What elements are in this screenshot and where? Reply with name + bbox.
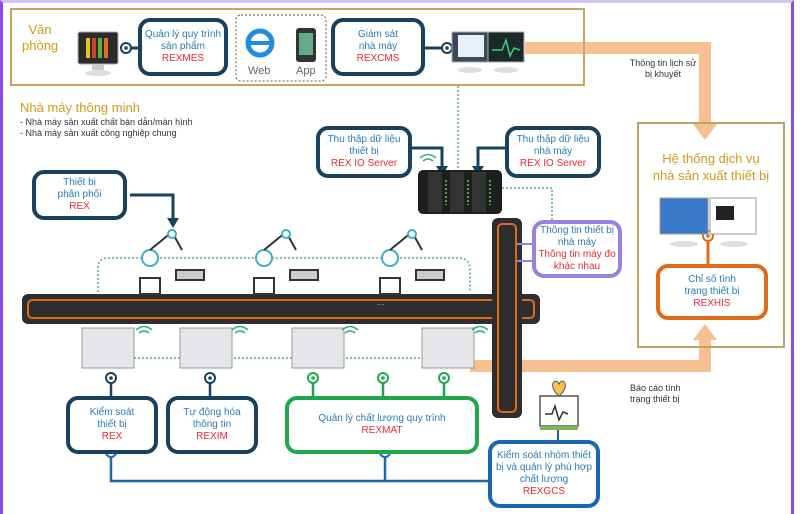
io-device-code: REX IO Server <box>330 158 398 169</box>
server-info-link <box>502 187 553 222</box>
io-device-arrow <box>412 146 444 170</box>
smart-factory-bullet: - Nhà máy sản xuất chất bán dẫn/màn hình <box>20 117 193 127</box>
factory-info-box[interactable]: Thông tin thiết bị nhà máy Thông tin máy… <box>532 220 622 278</box>
production-monitor-icon <box>77 31 119 76</box>
access-panel <box>235 14 327 82</box>
io-factory-arrow <box>476 146 505 170</box>
server-rack-icon <box>418 170 502 214</box>
production-bus-vertical <box>492 218 522 418</box>
history-flow-arrow <box>525 42 711 128</box>
wifi-icon <box>135 325 489 334</box>
service-title: Hệ thống dịch vụ nhà sản xuất thiết bị <box>652 151 770 183</box>
office-title: Văn phòng <box>22 22 59 53</box>
rexmes-box[interactable]: Quản lý quy trình sản phẩm REXMES <box>138 18 228 76</box>
rexcms-box[interactable]: Giám sát nhà máy REXCMS <box>331 18 425 76</box>
report-flow-arrowhead <box>693 324 717 340</box>
io-factory-box[interactable]: Thu thập dữ liệu nhà máy REX IO Server <box>505 126 601 178</box>
service-monitors-icon <box>659 197 757 247</box>
mobile-app-icon <box>296 28 316 62</box>
bus-ellipsis: ... <box>377 297 385 307</box>
service-panel: Hệ thống dịch vụ nhà sản xuất thiết bị <box>637 122 785 348</box>
web-browser-icon <box>245 28 275 58</box>
distribution-arrow <box>130 193 175 222</box>
robot-network-link <box>97 257 471 292</box>
rexim-code: REXIM <box>196 431 228 442</box>
rexmat-code: REXMAT <box>361 425 403 436</box>
rexhis-code: REXHIS <box>693 298 731 309</box>
smart-factory-bullet: - Nhà máy sản xuất công nghiệp chung <box>20 128 177 138</box>
web-label: Web <box>248 65 271 77</box>
cms-monitors-icon <box>451 31 525 73</box>
health-monitor-icon <box>539 380 579 430</box>
rexcms-code: REXCMS <box>356 53 400 64</box>
distribution-code: REX <box>69 201 90 212</box>
rexmes-code: REXMES <box>161 53 205 64</box>
rexgcs-code: REXGCS <box>522 486 566 497</box>
rex-control-code: REX <box>101 431 123 442</box>
wifi-icon <box>419 153 437 162</box>
rexim-box[interactable]: Tự động hóa thông tin REXIM <box>166 396 258 454</box>
rexgcs-box[interactable]: Kiểm soát nhóm thiết bị và quản lý phù h… <box>488 440 600 508</box>
history-flow-arrowhead <box>693 124 717 140</box>
io-factory-code: REX IO Server <box>519 158 587 169</box>
manufacturing-machine-icon <box>81 327 475 369</box>
office-panel: Văn phòng <box>10 8 585 86</box>
rexhis-box[interactable]: Chỉ số tình trạng thiết bị REXHIS <box>656 264 768 320</box>
io-device-box[interactable]: Thu thập dữ liệu thiết bị REX IO Server <box>316 126 412 178</box>
quality-group-link <box>109 455 488 483</box>
robot-arm-icon <box>139 229 445 295</box>
production-bus-horizontal <box>22 294 540 324</box>
rexmat-box[interactable]: Quản lý chất lượng quy trình REXMAT <box>285 396 479 454</box>
history-label: Thông tin lịch sử bị khuyết <box>629 58 697 79</box>
status-report-label: Báo cáo tình trạng thiết bị <box>630 383 681 404</box>
distribution-box[interactable]: Thiết bị phân phối REX <box>32 170 127 220</box>
smart-factory-title: Nhà máy thông minh <box>20 100 140 115</box>
rex-control-box[interactable]: Kiểm soát thiết bị REX <box>66 396 158 454</box>
app-label: App <box>296 65 316 77</box>
